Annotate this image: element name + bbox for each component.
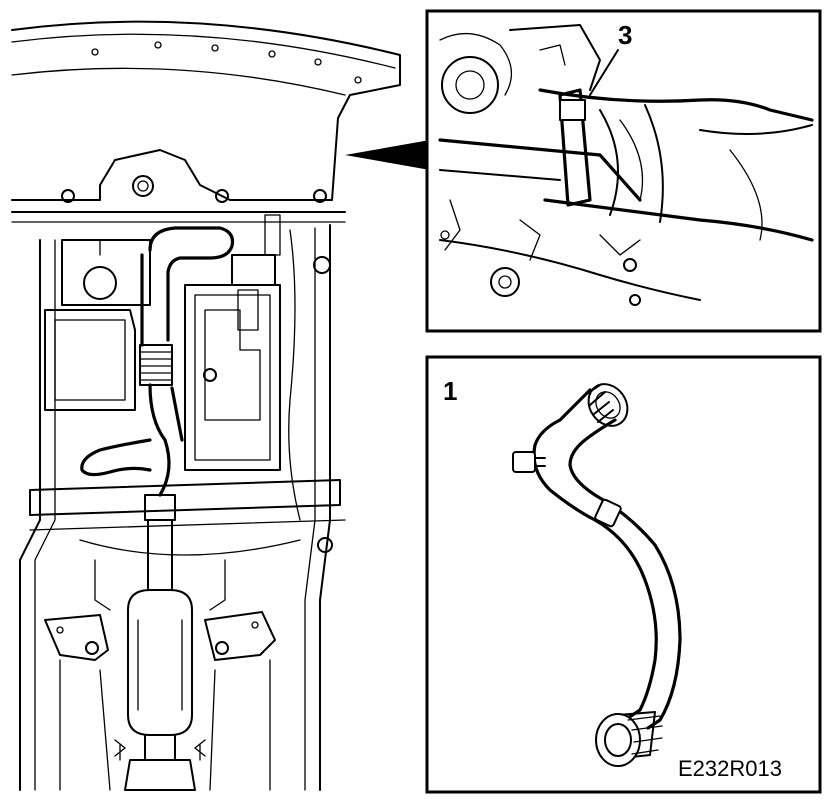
detail-panel: 3 bbox=[425, 9, 822, 333]
coolant-hose bbox=[512, 383, 682, 767]
underbody-view bbox=[11, 20, 401, 791]
detail-pointer-arrow bbox=[345, 140, 430, 170]
figure-code: E232R013 bbox=[678, 756, 782, 781]
callout-1-label: 1 bbox=[443, 376, 457, 406]
component-panel: 1 E232R013 bbox=[425, 355, 822, 794]
callout-3-label: 3 bbox=[618, 20, 632, 50]
